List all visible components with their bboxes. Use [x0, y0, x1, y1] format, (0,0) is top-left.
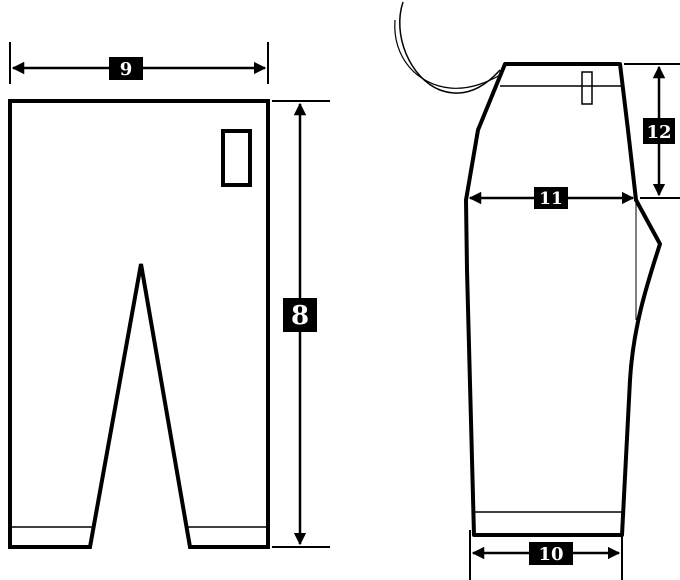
- dimension-12-rise: 12: [624, 63, 680, 199]
- dimension-8-length: 8: [272, 100, 330, 548]
- dimension-12-badge: [643, 118, 675, 144]
- side-belt-loop: [581, 71, 593, 105]
- dimension-9-label: 9: [120, 59, 133, 80]
- dimension-11-badge: [534, 187, 568, 209]
- hanger-curve-inner: [394, 19, 503, 89]
- dimension-9-width: 9: [9, 42, 269, 84]
- dimension-11-hip: 11: [468, 187, 635, 209]
- dimension-8-badge: [283, 298, 317, 332]
- front-pocket: [221, 129, 252, 187]
- dimension-10-label: 10: [538, 544, 563, 565]
- dimension-8-label: 8: [291, 301, 309, 331]
- side-view: 12 11 10: [394, 1, 680, 580]
- dimension-11-label: 11: [539, 189, 563, 209]
- front-view: 9 8: [8, 42, 330, 549]
- dimension-12-label: 12: [646, 122, 671, 143]
- front-pants-outline: [8, 99, 270, 549]
- dimension-10-hem: 10: [469, 530, 623, 580]
- dimension-10-badge: [529, 542, 573, 565]
- dimension-9-badge: [109, 57, 143, 80]
- hanger-curve: [399, 1, 501, 94]
- side-pants-outline: [464, 62, 662, 537]
